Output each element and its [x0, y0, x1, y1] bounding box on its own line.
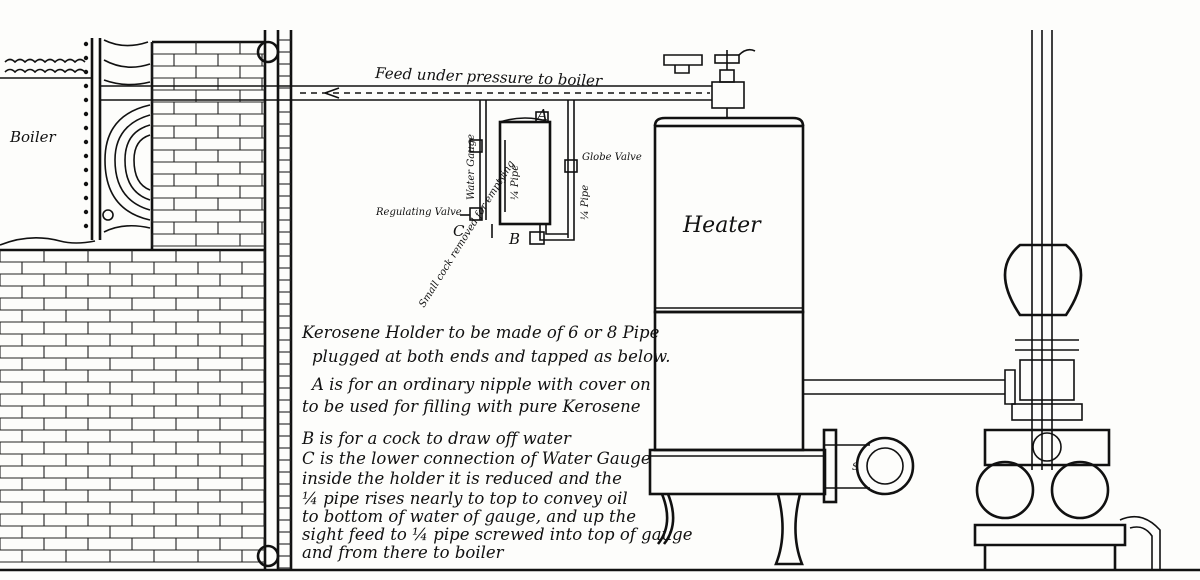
globe-valve [564, 159, 578, 173]
note-line: A is for an ordinary nipple with cover o… [310, 375, 651, 394]
cleanout-ring-bottom [256, 544, 280, 568]
quarter-pipe-label: ¼ Pipe [580, 185, 591, 220]
feed-pipe [100, 85, 712, 101]
globe-valve-label: Globe Valve [582, 152, 642, 163]
note-line: C is the lower connection of Water Gauge [302, 449, 651, 468]
heater-label: Heater [682, 213, 762, 238]
note-line: plugged at both ends and tapped as below… [312, 347, 670, 366]
note-line: inside the holder it is reduced and the [302, 469, 622, 488]
quarter-pipe-inner-label: ¼ Pipe [510, 165, 521, 200]
heater [648, 116, 827, 566]
pump [973, 30, 1161, 570]
regulating-valve-label: Regulating Valve [375, 207, 462, 218]
letter-c: C [453, 222, 465, 240]
note-line: and from there to boiler [302, 543, 505, 562]
notes-block: Kerosene Holder to be made of 6 or 8 Pip… [301, 323, 693, 562]
kerosene-holder [460, 100, 578, 245]
boiler-label: Boiler [9, 128, 57, 146]
note-line: B is for a cock to draw off water [301, 429, 572, 448]
pump-tag: S [852, 462, 859, 473]
letter-a: A [535, 106, 548, 124]
brick-setting [0, 30, 1200, 572]
note-line: ¼ pipe rises nearly to top to convey oil [302, 489, 628, 508]
note-line: to be used for filling with pure Kerosen… [302, 397, 641, 416]
letter-b: B [508, 230, 520, 248]
note-line: to bottom of water of gauge, and up the [302, 507, 636, 526]
cleanout-ring-top [256, 40, 280, 64]
pump-inlet-flange [855, 436, 915, 496]
inlet-flange [822, 428, 838, 504]
note-line: sight feed to ¼ pipe screwed into top of… [302, 525, 693, 544]
water-gauge-label: Water Gauge [466, 134, 477, 200]
check-valve [663, 48, 756, 118]
boiler [0, 38, 151, 246]
note-line: Kerosene Holder to be made of 6 or 8 Pip… [301, 323, 660, 342]
